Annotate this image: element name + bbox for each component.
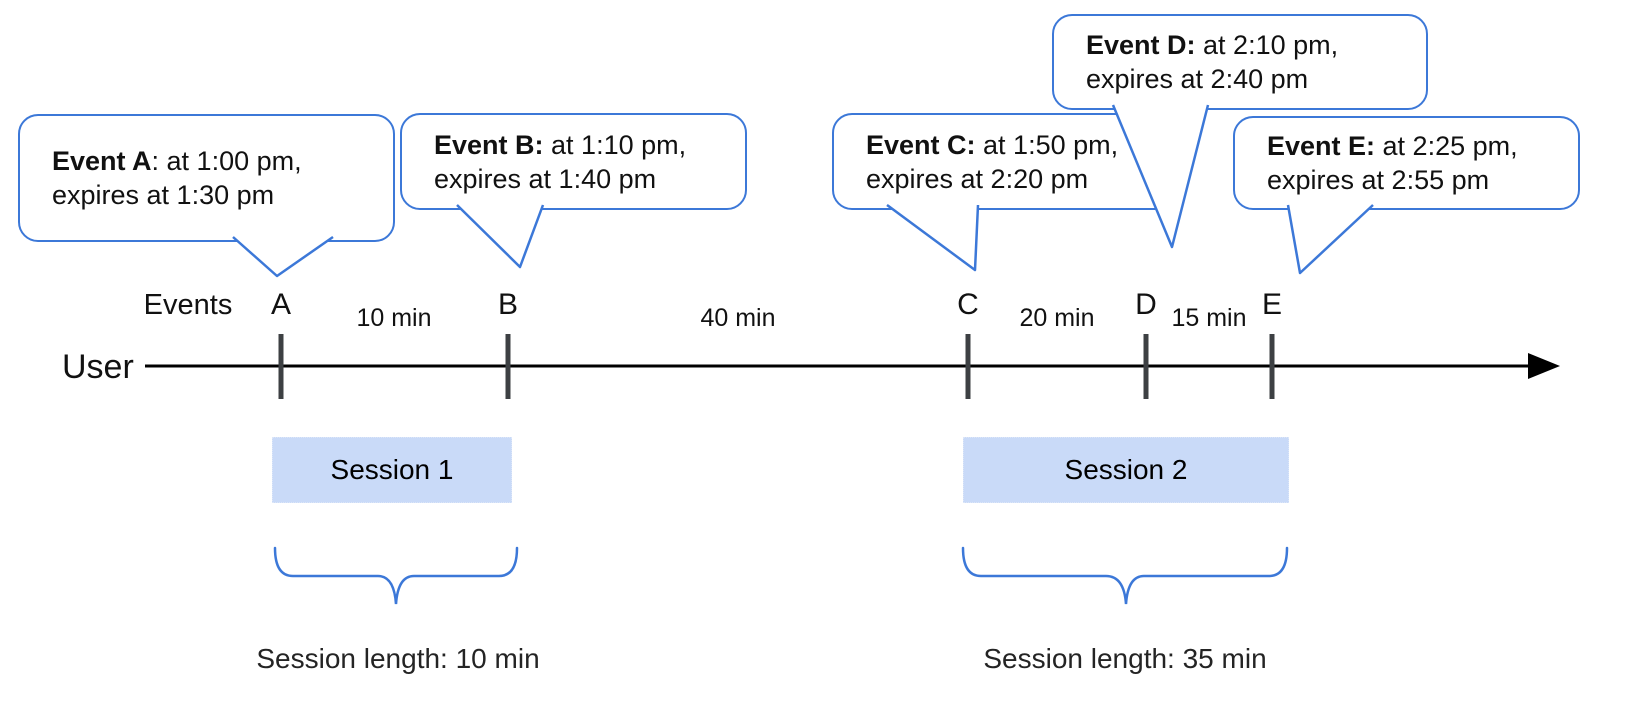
callout-line2: expires at 2:40 pm: [1086, 64, 1309, 94]
callout-event-c: Event C: at 1:50 pm, expires at 2:20 pm: [832, 113, 1177, 210]
callout-line1: Event E: at 2:25 pm,: [1267, 129, 1568, 163]
interval-b-c: 40 min: [700, 304, 776, 332]
event-a-time: : at 1:00 pm,: [151, 146, 302, 176]
event-e-title: Event E:: [1267, 131, 1376, 161]
event-e-time: at 2:25 pm,: [1375, 131, 1518, 161]
session-2-label: Session 2: [1064, 454, 1188, 485]
event-d-title: Event D:: [1086, 30, 1196, 60]
callout-line1: Event D: at 2:10 pm,: [1086, 28, 1416, 62]
callout-line2: expires at 1:40 pm: [434, 163, 657, 194]
arrowhead-icon: [1528, 353, 1560, 379]
event-b-time: at 1:10 pm,: [543, 129, 687, 160]
session-1-box: Session 1: [272, 437, 512, 503]
callout-event-d: Event D: at 2:10 pm, expires at 2:40 pm: [1052, 14, 1428, 110]
session-2-brace: [961, 546, 1289, 605]
callout-line1: Event A: at 1:00 pm,: [52, 144, 383, 178]
event-marker-d: D: [1135, 288, 1157, 321]
session-1-label: Session 1: [330, 454, 454, 485]
interval-d-e: 15 min: [1171, 304, 1247, 332]
session-2-length-caption: Session length: 35 min: [983, 643, 1267, 674]
callout-tail-a: [232, 235, 334, 278]
interval-c-d: 20 min: [1019, 304, 1095, 332]
callout-tail-e: [1286, 204, 1374, 275]
callout-tail-b: [456, 204, 545, 269]
callout-line2: expires at 2:20 pm: [866, 163, 1089, 194]
callout-event-e: Event E: at 2:25 pm, expires at 2:55 pm: [1233, 116, 1580, 210]
interval-a-b: 10 min: [356, 304, 432, 332]
callout-line2: expires at 1:30 pm: [52, 180, 275, 210]
event-b-title: Event B:: [434, 129, 544, 160]
callout-event-a: Event A: at 1:00 pm, expires at 1:30 pm: [18, 114, 395, 242]
callout-event-b: Event B: at 1:10 pm, expires at 1:40 pm: [400, 113, 747, 210]
callout-line1: Event B: at 1:10 pm,: [434, 128, 735, 162]
callout-line1: Event C: at 1:50 pm,: [866, 128, 1165, 162]
event-marker-b: B: [497, 288, 519, 321]
event-marker-a: A: [270, 288, 292, 321]
event-d-time: at 2:10 pm,: [1195, 30, 1339, 60]
event-marker-c: C: [957, 288, 979, 321]
session-2-box: Session 2: [963, 437, 1289, 503]
event-c-title: Event C:: [866, 129, 976, 160]
callout-line2: expires at 2:55 pm: [1267, 165, 1490, 195]
events-axis-label: Events: [143, 289, 233, 321]
session-1-length-caption: Session length: 10 min: [256, 643, 540, 674]
event-c-time: at 1:50 pm,: [975, 129, 1119, 160]
session-1-brace: [273, 546, 519, 605]
event-marker-e: E: [1261, 288, 1283, 321]
user-axis-label: User: [62, 348, 134, 386]
event-a-title: Event A: [52, 146, 152, 176]
callout-tail-c: [886, 203, 980, 272]
